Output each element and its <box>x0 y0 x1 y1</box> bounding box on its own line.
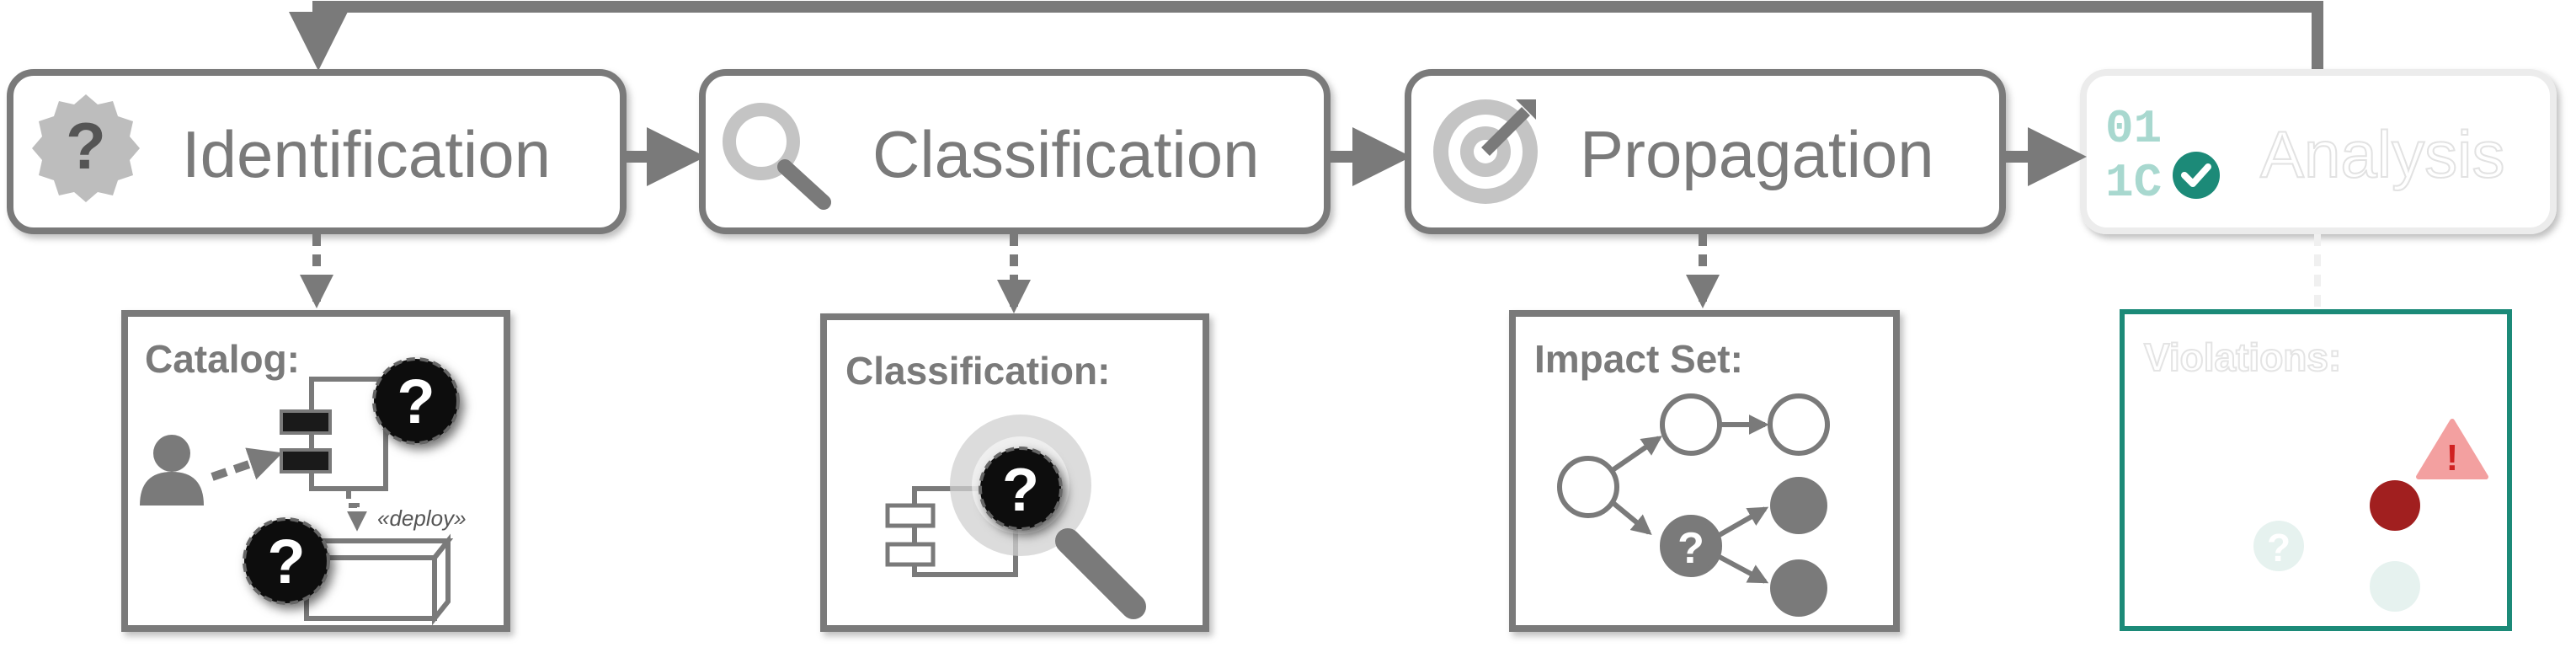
svg-text:?: ? <box>2267 526 2291 570</box>
impact-graph <box>1557 393 1830 617</box>
unknown-mark-catalog-2: ? <box>243 517 330 605</box>
deploy-arrow <box>346 489 367 532</box>
node-icon <box>301 533 454 626</box>
unknown-mark-catalog-1: ? <box>372 357 460 445</box>
impact-node-d <box>1770 559 1827 617</box>
deploy-label: «deploy» <box>377 506 467 531</box>
impact-unknown-mark: ? <box>1677 524 1704 573</box>
stage-label-identification: Identification <box>182 117 551 191</box>
violation-node-red <box>2370 480 2420 531</box>
user-to-component-arrow <box>211 447 283 481</box>
impact-node-unknown <box>1660 515 1722 577</box>
svg-text:1C: 1C <box>2105 156 2162 210</box>
user-icon <box>140 435 204 506</box>
target-icon <box>1433 99 1538 204</box>
impact-node-c <box>1770 477 1827 534</box>
feedback-loop-arrow <box>289 1 2323 72</box>
svg-text:?: ? <box>267 527 305 596</box>
stage-label-propagation: Propagation <box>1580 117 1934 191</box>
impact-node-source <box>1557 456 1619 518</box>
identification-icon: ? <box>32 94 140 202</box>
svg-text:?: ? <box>66 109 106 183</box>
svg-text:!: ! <box>2446 437 2459 479</box>
warning-icon: ! <box>2416 419 2488 479</box>
svg-text:?: ? <box>397 366 435 436</box>
svg-text:?: ? <box>1002 457 1039 524</box>
impact-set-title: Impact Set: <box>1534 337 1743 381</box>
classification-title: Classification: <box>845 349 1110 393</box>
stage-label-classification: Classification <box>872 117 1260 191</box>
impact-node-b <box>1768 393 1830 456</box>
unknown-mark-classification: ? <box>979 447 1063 531</box>
binary-check-icon: 01 1C <box>2105 102 2220 210</box>
catalog-title: Catalog: <box>145 337 300 381</box>
violations-title: Violations: <box>2144 335 2341 379</box>
impact-node-a <box>1660 393 1722 456</box>
stage-label-analysis: Analysis <box>2260 117 2504 191</box>
violation-node-faded <box>2370 561 2420 612</box>
magnifier-icon <box>723 103 831 210</box>
svg-text:01: 01 <box>2105 102 2162 156</box>
violation-unknown-faded: ? <box>2253 521 2304 571</box>
